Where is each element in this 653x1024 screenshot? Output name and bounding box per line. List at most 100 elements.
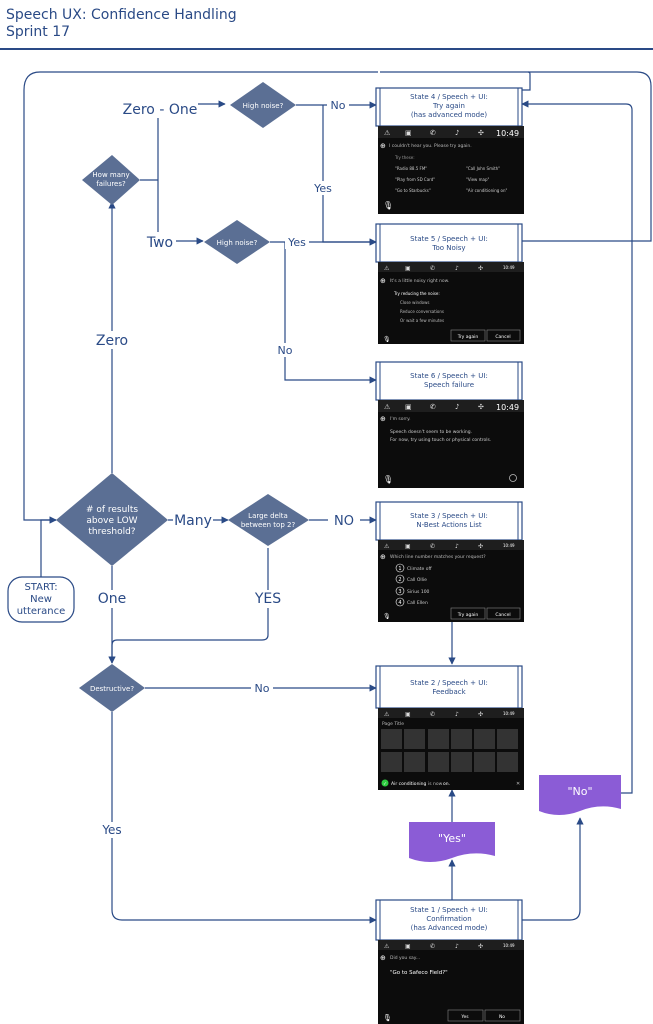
svg-text:Which line number matches your: Which line number matches your request? — [390, 554, 486, 560]
svg-text:"Air conditioning on": "Air conditioning on" — [466, 188, 508, 193]
svg-text:🎙: 🎙 — [383, 1014, 392, 1022]
svg-text:I'm sorry.: I'm sorry. — [390, 416, 411, 422]
edge-destructive-s1 — [111, 712, 377, 924]
svg-text:🎙: 🎙 — [383, 475, 393, 484]
decision-noise-top: High noise? — [230, 82, 296, 128]
svg-text:State 5 / Speech + UI:: State 5 / Speech + UI: — [410, 235, 488, 243]
svg-text:Feedback: Feedback — [432, 688, 466, 696]
svg-text:Cancel: Cancel — [495, 612, 510, 618]
svg-text:▣: ▣ — [405, 403, 412, 411]
svg-text:Confirmation: Confirmation — [426, 915, 471, 923]
svg-text:✆: ✆ — [430, 129, 436, 137]
connectors — [23, 71, 652, 924]
svg-text:Try again: Try again — [432, 102, 465, 110]
svg-text:♪: ♪ — [455, 711, 459, 718]
svg-text:Air conditioning: Air conditioning — [391, 781, 427, 787]
state-2-card: State 2 / Speech + UI: Feedback ⚠▣✆♪✣ 10… — [375, 665, 524, 790]
svg-text:✆: ✆ — [430, 265, 435, 272]
page-title: Speech UX: Confidence Handling — [6, 7, 237, 23]
svg-text:♪: ♪ — [455, 403, 459, 411]
label-yes-noise-mid: Yes — [287, 236, 306, 249]
svg-text:"Radio 88.5 FM": "Radio 88.5 FM" — [395, 166, 427, 171]
svg-text:4: 4 — [398, 600, 401, 606]
label-two: Two — [146, 235, 173, 251]
svg-text:▣: ▣ — [405, 711, 411, 718]
svg-text:High noise?: High noise? — [243, 102, 284, 110]
note-no: "No" — [539, 775, 621, 815]
svg-text:✣: ✣ — [478, 265, 483, 272]
svg-text:Call Ollie: Call Ollie — [407, 577, 427, 583]
label-yes-noise-top: Yes — [313, 182, 332, 195]
start-node: START: New utterance — [7, 576, 75, 623]
label-one: One — [98, 591, 127, 607]
decision-destructive: Destructive? — [79, 664, 145, 712]
svg-text:♪: ♪ — [455, 265, 459, 272]
svg-text:10:49: 10:49 — [503, 943, 515, 948]
svg-text:⊕: ⊕ — [380, 277, 386, 285]
svg-text:"Yes": "Yes" — [438, 832, 466, 845]
svg-text:Yes: Yes — [460, 1014, 469, 1020]
svg-text:⚠: ⚠ — [384, 943, 390, 950]
edge-s5-loop — [380, 71, 652, 242]
edge-s4-loop — [520, 71, 531, 91]
svg-text:Call Ellen: Call Ellen — [407, 600, 428, 606]
svg-text:3: 3 — [398, 589, 401, 595]
svg-text:✣: ✣ — [478, 543, 483, 550]
svg-text:✕: ✕ — [516, 781, 520, 787]
label-no-delta: NO — [334, 514, 354, 529]
svg-text:Large delta: Large delta — [248, 512, 288, 520]
svg-text:Page Title: Page Title — [382, 721, 404, 727]
svg-text:10:49: 10:49 — [503, 711, 515, 716]
svg-text:✆: ✆ — [430, 543, 435, 550]
edge-start-to-results — [40, 516, 57, 577]
svg-text:START:: START: — [24, 582, 57, 593]
svg-text:"Go to Starbucks": "Go to Starbucks" — [395, 188, 431, 193]
label-no-noise-top: No — [331, 99, 346, 112]
label-zero-one: Zero - One — [123, 102, 198, 118]
svg-text:▣: ▣ — [405, 543, 411, 550]
state-6-card: State 6 / Speech + UI: Speech failure ⚠▣… — [375, 361, 524, 488]
svg-text:No: No — [499, 1014, 505, 1020]
edge-delta-yes — [108, 548, 269, 664]
svg-text:✓: ✓ — [383, 782, 387, 787]
svg-text:Destructive?: Destructive? — [90, 685, 134, 693]
svg-text:# of results: # of results — [86, 505, 138, 515]
svg-text:"View map": "View map" — [466, 177, 489, 182]
svg-text:🎙: 🎙 — [383, 612, 391, 620]
svg-text:✣: ✣ — [478, 129, 484, 137]
svg-text:"Call John Smith": "Call John Smith" — [466, 166, 500, 171]
svg-text:⊕: ⊕ — [380, 553, 386, 561]
svg-text:✆: ✆ — [430, 943, 435, 950]
svg-text:Speech failure: Speech failure — [424, 381, 474, 389]
svg-text:New: New — [30, 594, 52, 605]
label-zero: Zero — [96, 333, 128, 349]
label-no-noise-mid: No — [278, 344, 293, 357]
edge-noise-mid-s6 — [284, 242, 377, 384]
svg-text:is now: is now — [428, 781, 443, 787]
svg-text:10:49: 10:49 — [503, 543, 515, 548]
mic-icon: 🎙 — [383, 201, 393, 210]
edge-s1-no — [522, 817, 584, 921]
svg-text:(has advanced mode): (has advanced mode) — [411, 111, 488, 119]
svg-text:For now, try using touch or ph: For now, try using touch or physical con… — [390, 437, 491, 443]
svg-text:"Go to Safeco Field?": "Go to Safeco Field?" — [390, 970, 448, 976]
nav-icon: ⚠ — [384, 129, 391, 137]
svg-text:Speech doesn't seem to be work: Speech doesn't seem to be working. — [390, 429, 472, 435]
svg-text:between top 2?: between top 2? — [241, 521, 296, 529]
svg-text:♪: ♪ — [455, 129, 459, 137]
note-yes: "Yes" — [409, 822, 495, 862]
svg-text:✆: ✆ — [430, 403, 436, 411]
svg-text:Cancel: Cancel — [495, 334, 510, 340]
svg-text:⚠: ⚠ — [384, 711, 390, 718]
svg-text:How many: How many — [92, 171, 129, 179]
title-divider — [0, 48, 653, 50]
svg-text:▣: ▣ — [405, 943, 411, 950]
svg-text:threshold?: threshold? — [88, 527, 135, 537]
state-5-card: State 5 / Speech + UI: Too Noisy ⚠▣✆♪✣ 1… — [375, 223, 524, 344]
svg-text:▣: ▣ — [405, 129, 412, 137]
svg-text:10:49: 10:49 — [496, 403, 519, 412]
svg-text:on.: on. — [443, 782, 450, 787]
svg-text:above LOW: above LOW — [86, 516, 137, 526]
decision-results: # of results above LOW threshold? — [56, 473, 168, 566]
svg-text:✣: ✣ — [478, 711, 483, 718]
